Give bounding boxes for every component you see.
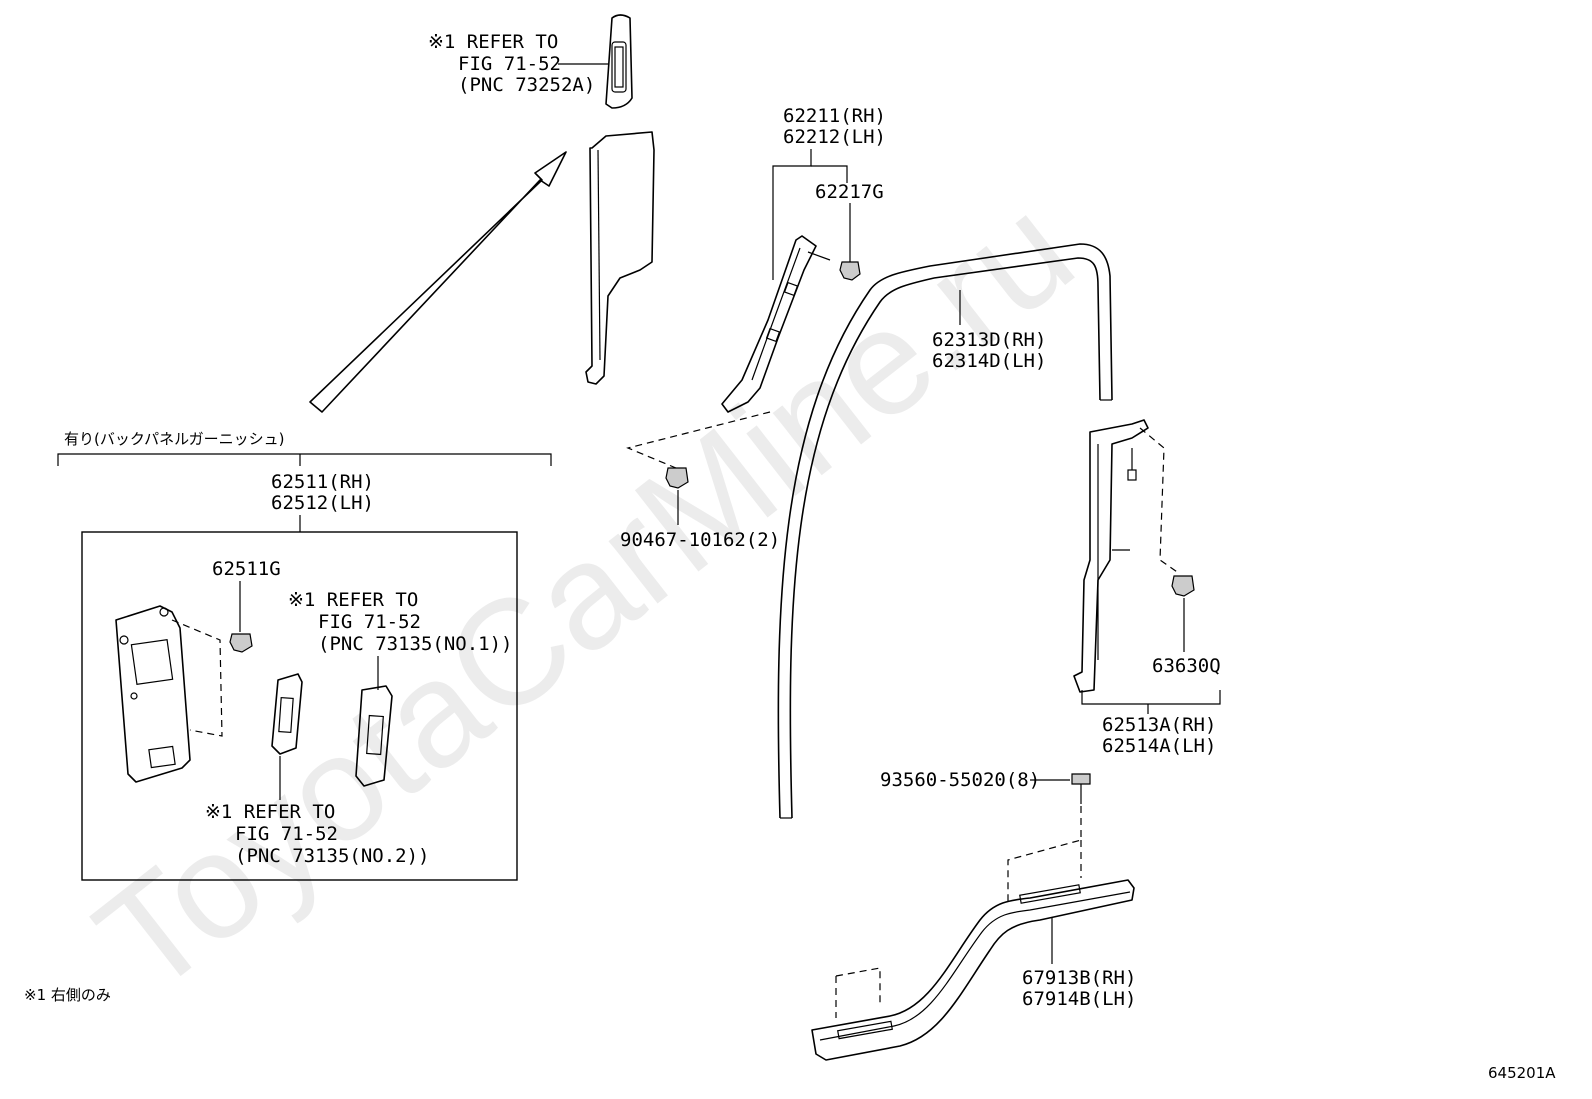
direction-arrow <box>309 151 567 413</box>
refer-no2-line3: (PNC 73135(NO.2)) <box>235 845 429 867</box>
label-67913b-rh: 67913B(RH) <box>1022 967 1136 989</box>
label-62211-rh: 62211(RH) <box>783 105 886 127</box>
pillar-trim-62513a: 63630Q 62513A(RH) 62514A(LH) <box>1073 419 1221 757</box>
refer-no2-line1: ※1 REFER TO <box>205 801 335 823</box>
refer-no2-line2: FIG 71-52 <box>235 823 338 845</box>
label-62212-lh: 62212(LH) <box>783 126 886 148</box>
screw-93560: 93560-55020(8) <box>880 769 1091 804</box>
label-67914b-lh: 67914B(LH) <box>1022 988 1136 1010</box>
refer-top-line2: FIG 71-52 <box>458 53 561 75</box>
refer-top-line3: (PNC 73252A) <box>458 74 595 96</box>
group-header: 有り(バックパネルガーニッシュ) <box>64 430 285 448</box>
group-box <box>81 531 518 881</box>
figure-id: 645201A <box>1488 1064 1556 1082</box>
label-62512-lh: 62512(LH) <box>271 492 374 514</box>
label-93560: 93560-55020(8) <box>880 769 1040 791</box>
callout-refer-top: ※1 REFER TO FIG 71-52 (PNC 73252A) <box>428 31 608 96</box>
label-62514a-lh: 62514A(LH) <box>1102 735 1216 757</box>
footnote: ※1 右側のみ <box>24 986 111 1004</box>
refer-no1-line1: ※1 REFER TO <box>288 589 418 611</box>
label-62217g: 62217G <box>815 181 884 203</box>
watermark: ToyotaCarMine.ru <box>66 164 1102 1025</box>
refer-top-line1: ※1 REFER TO <box>428 31 558 53</box>
label-62313d-rh: 62313D(RH) <box>932 329 1046 351</box>
pillar-garnish-62211 <box>721 235 831 413</box>
label-62511-rh: 62511(RH) <box>271 471 374 493</box>
callout-62211: 62211(RH) 62212(LH) 62217G <box>772 105 886 280</box>
refer-no1-line2: FIG 71-52 <box>318 611 421 633</box>
label-62314d-lh: 62314D(LH) <box>932 350 1046 372</box>
clip-90467: 90467-10162(2) <box>620 411 780 551</box>
label-63630q: 63630Q <box>1152 655 1221 677</box>
pillar-trim-upper <box>585 131 655 385</box>
scuff-plate-67913b: 67913B(RH) 67914B(LH) <box>811 806 1136 1061</box>
label-62511g: 62511G <box>212 558 281 580</box>
refer-no1-line3: (PNC 73135(NO.1)) <box>318 633 512 655</box>
weatherstrip-62313d: 62313D(RH) 62314D(LH) <box>777 243 1113 819</box>
clip-62217g <box>839 261 861 281</box>
garnish-top <box>605 14 633 109</box>
label-62513a-rh: 62513A(RH) <box>1102 714 1216 736</box>
label-90467: 90467-10162(2) <box>620 529 780 551</box>
group-back-panel-garnish: 有り(バックパネルガーニッシュ) 62511(RH) 62512(LH) 625… <box>57 430 552 881</box>
